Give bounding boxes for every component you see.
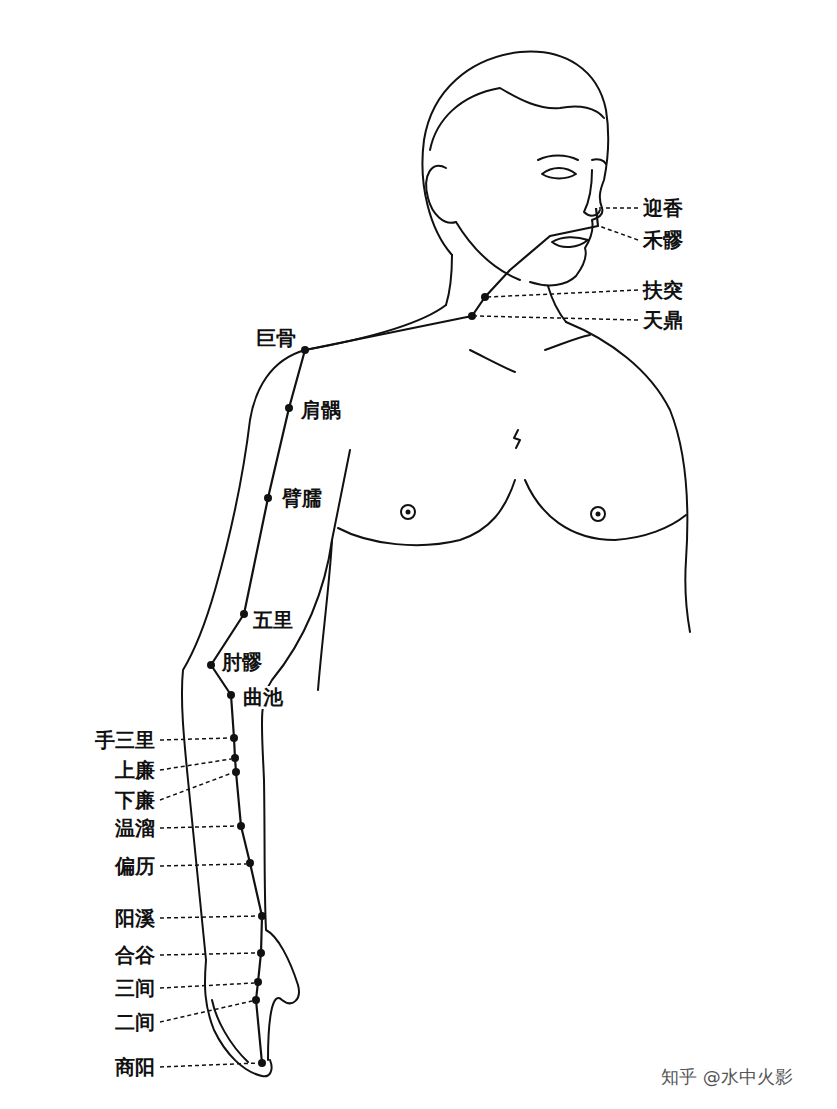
acupoint-label: 三间 [114,977,156,1000]
neck [446,255,452,305]
pectoral [338,480,515,545]
inner-arm [262,450,350,1060]
nipple [596,512,601,517]
acupoint-label: 天鼎 [642,309,684,332]
nipple [401,505,415,519]
acupoint-label: 禾髎 [642,229,684,252]
acupoint-label: 迎香 [642,197,684,220]
acupoint-label: 商阳 [114,1056,156,1079]
leader-line [599,226,638,240]
leader-line [160,864,246,866]
leader-line [160,738,230,740]
leader-line [597,207,638,209]
nose [584,170,600,216]
acupoint-label: 二间 [114,1011,156,1034]
leader-line [160,1001,252,1022]
shoulder-outline [182,305,446,1076]
acupoint-label: 巨骨 [255,327,297,350]
pectoral [525,480,686,540]
leader-line [160,953,257,955]
mouth [552,237,588,247]
leader-line [160,826,237,828]
acupoint-label: 合谷 [114,944,156,967]
leader-line [160,983,254,988]
clavicle [470,350,515,372]
eye [542,168,576,179]
acupoint-label: 曲池 [242,686,284,709]
sternum [514,430,520,448]
torso-right [566,322,690,632]
leader-line [160,916,258,918]
acupoint-label: 手三里 [94,729,156,752]
head-outline [422,52,608,286]
acupoint-label: 上廉 [114,759,156,782]
acupoint-label: 臂臑 [281,487,323,510]
acupoint-dots [207,293,489,1067]
neck [548,286,566,322]
nipple [406,510,411,515]
acupoint-label: 肘髎 [221,651,263,674]
leader-line [160,773,232,800]
brow [538,156,578,161]
acupoint-label: 偏历 [114,855,156,878]
nipple [591,507,605,521]
leader-line [160,759,231,770]
ear [426,166,456,223]
acupoint-label: 肩髃 [300,399,342,422]
brow [592,159,606,164]
clavicle [545,335,590,350]
leader-line [488,290,638,297]
acupoint-label: 扶突 [642,279,684,302]
acupoint-label: 温溜 [114,817,156,840]
acupoint-label: 五里 [252,609,294,632]
hair-line [430,88,604,150]
jaw-line [456,222,520,280]
acupoint-label: 阳溪 [114,907,156,930]
torso-left [318,540,332,690]
meridian-line [211,208,598,1063]
leader-line [476,316,638,320]
watermark: 知乎 @水中火影 [660,1067,794,1088]
leader-line [160,1063,258,1067]
acupoint-label: 下廉 [114,789,156,812]
